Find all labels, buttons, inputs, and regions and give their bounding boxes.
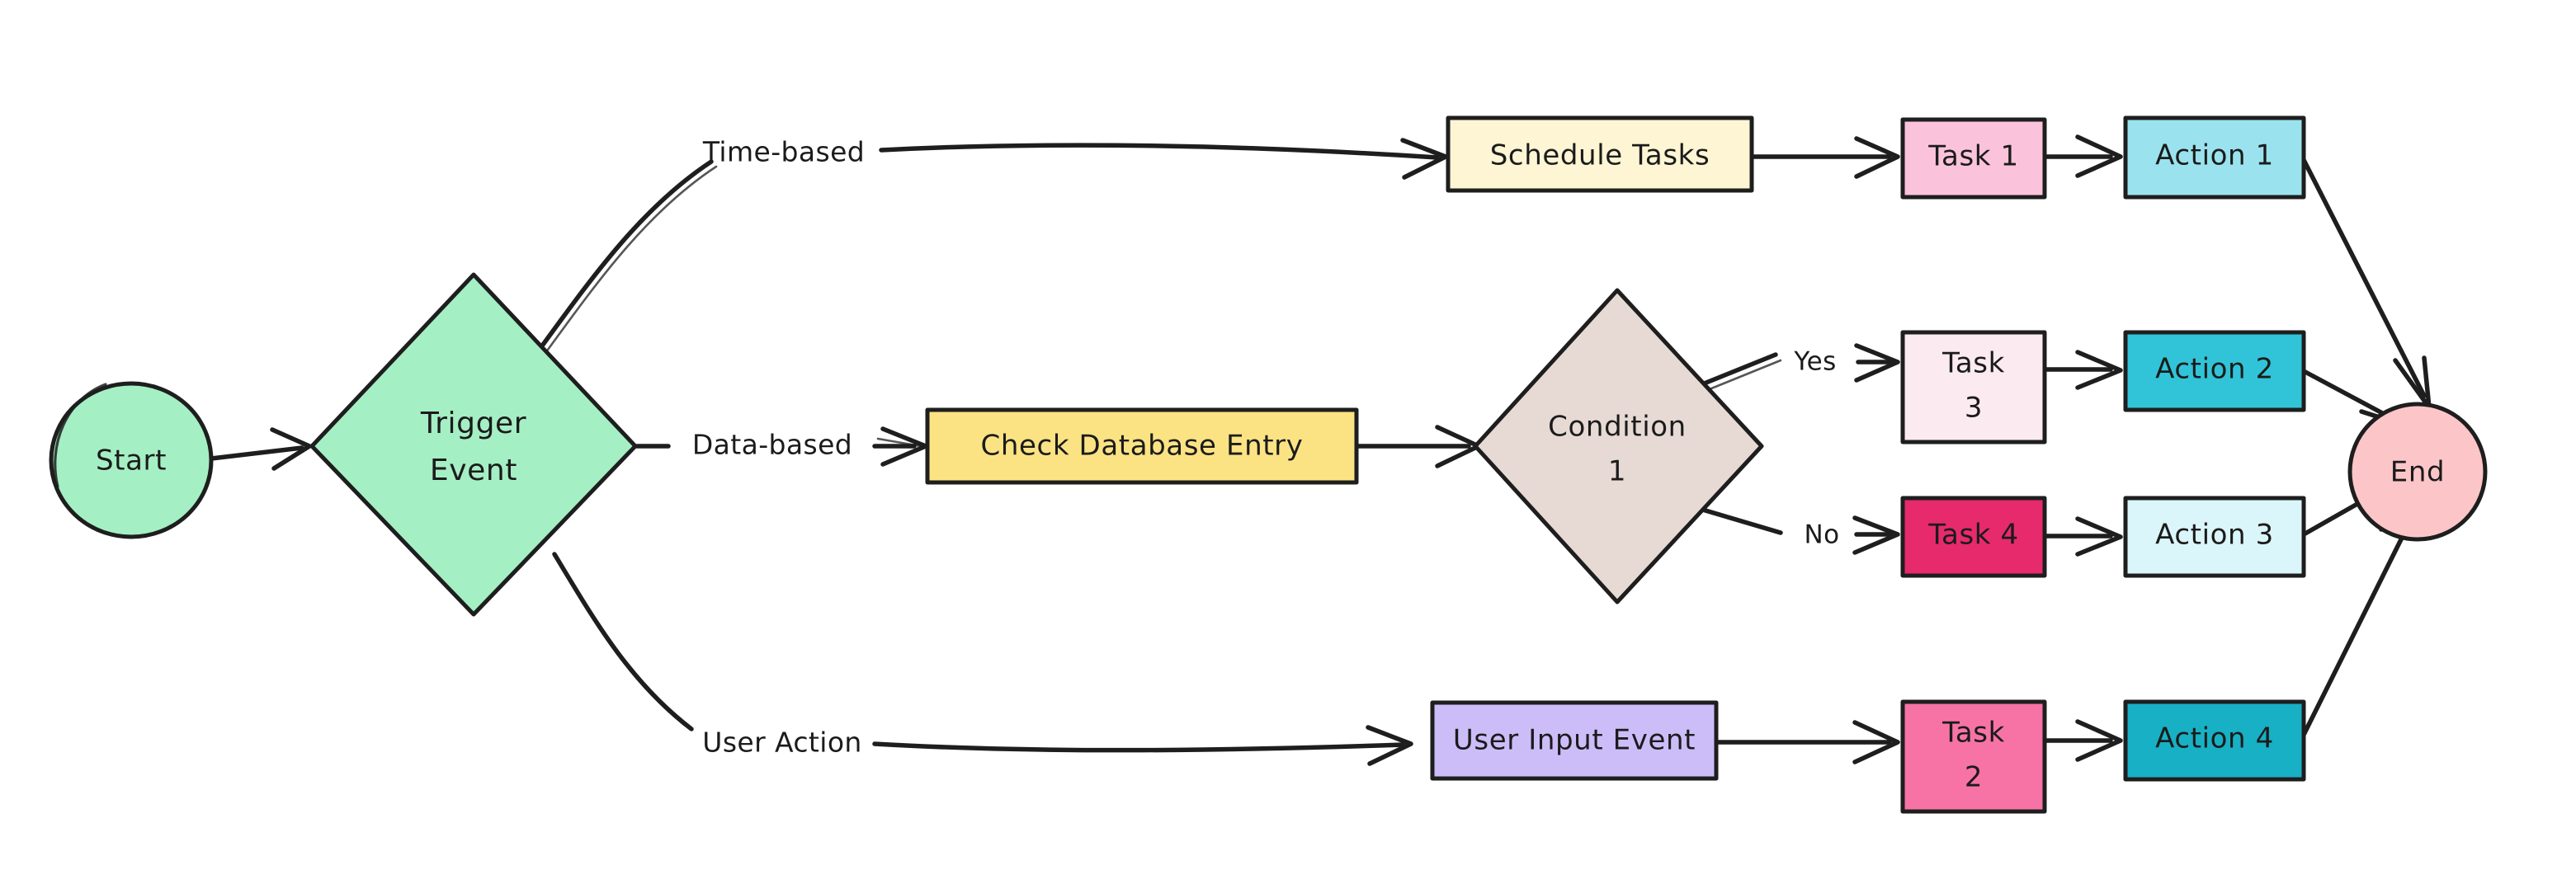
- edge-action1-to-end[interactable]: [2300, 154, 2432, 410]
- node-task-2[interactable]: Task 2: [1900, 699, 2047, 814]
- condition1-label-line2: 1: [1608, 455, 1626, 488]
- edge-layer: [209, 134, 2432, 766]
- action3-label: Action 3: [2155, 519, 2274, 552]
- task2-label-line1: Task: [1941, 717, 2005, 750]
- task3-rect-shape: [1900, 330, 2047, 444]
- node-action-3[interactable]: Action 3: [2123, 496, 2306, 578]
- action1-rect-shape: [2123, 115, 2306, 200]
- task3-label-line2: 3: [1965, 392, 1983, 425]
- edge-trigger-to-schedule[interactable]: [540, 138, 1448, 351]
- task1-rect-shape: [1900, 117, 2047, 200]
- edge-task4-to-action3[interactable]: [2042, 516, 2123, 557]
- schedule-label: Schedule Tasks: [1490, 139, 1710, 172]
- node-action-4[interactable]: Action 4: [2123, 699, 2306, 782]
- node-task-3[interactable]: Task 3: [1900, 330, 2047, 444]
- trigger-label-line2: Event: [430, 454, 517, 487]
- task1-label: Task 1: [1927, 140, 2018, 173]
- edge-task2-to-action4[interactable]: [2042, 719, 2123, 762]
- edge-task1-to-action1[interactable]: [2042, 134, 2123, 178]
- task2-rect-shape: [1900, 699, 2047, 814]
- node-task-4[interactable]: Task 4: [1900, 496, 2047, 578]
- userinput-label: User Input Event: [1453, 724, 1696, 757]
- node-action-1[interactable]: Action 1: [2123, 115, 2306, 200]
- edge-checkdb-to-condition1[interactable]: [1352, 425, 1481, 468]
- node-user-input-event[interactable]: User Input Event: [1430, 700, 1719, 781]
- start-circle-shape: [49, 381, 214, 539]
- checkdb-label: Check Database Entry: [981, 430, 1304, 463]
- edge-label-data-based: Data-based: [692, 429, 852, 461]
- edge-start-to-trigger[interactable]: [209, 427, 312, 471]
- action1-label: Action 1: [2155, 139, 2274, 172]
- action3-rect-shape: [2123, 496, 2306, 578]
- task3-label-line1: Task: [1941, 347, 2005, 380]
- start-label: Start: [96, 444, 167, 477]
- condition1-label-line1: Condition: [1548, 411, 1687, 444]
- edge-condition1-to-task4[interactable]: [1689, 504, 1900, 555]
- edge-label-layer: Time-based Data-based User Action Yes No: [692, 136, 1840, 759]
- action2-label: Action 2: [2155, 353, 2274, 386]
- action4-label: Action 4: [2155, 722, 2274, 755]
- checkdb-rect-shape: [925, 407, 1359, 485]
- node-start[interactable]: Start: [49, 381, 214, 539]
- action2-rect-shape: [2123, 330, 2306, 412]
- node-condition-1[interactable]: Condition 1: [1473, 288, 1764, 604]
- node-schedule-tasks[interactable]: Schedule Tasks: [1446, 115, 1754, 193]
- node-end[interactable]: End: [2347, 402, 2488, 542]
- node-trigger-event[interactable]: Trigger Event: [309, 272, 638, 617]
- task2-label-line2: 2: [1965, 761, 1983, 794]
- trigger-label-line1: Trigger: [420, 407, 526, 440]
- node-check-database-entry[interactable]: Check Database Entry: [925, 407, 1359, 485]
- edge-task3-to-action2[interactable]: [2042, 350, 2123, 390]
- edge-label-user-action: User Action: [702, 727, 861, 759]
- trigger-diamond-shape: [309, 272, 638, 617]
- edge-trigger-to-userinput[interactable]: [552, 552, 1413, 766]
- task4-rect-shape: [1900, 496, 2047, 578]
- edge-userinput-to-task2[interactable]: [1712, 720, 1900, 764]
- node-action-2[interactable]: Action 2: [2123, 330, 2306, 412]
- schedule-rect-shape: [1446, 115, 1754, 193]
- task4-label: Task 4: [1927, 519, 2018, 552]
- end-label: End: [2390, 456, 2445, 489]
- node-task-1[interactable]: Task 1: [1900, 117, 2047, 200]
- edge-label-no: No: [1805, 520, 1840, 550]
- edge-schedule-to-task1[interactable]: [1748, 136, 1900, 179]
- condition1-diamond-shape: [1473, 288, 1764, 604]
- action4-rect-shape: [2123, 699, 2306, 782]
- userinput-rect-shape: [1430, 700, 1719, 781]
- edge-label-time-based: Time-based: [702, 136, 865, 168]
- end-circle-shape: [2347, 402, 2488, 542]
- edge-label-yes: Yes: [1793, 347, 1836, 377]
